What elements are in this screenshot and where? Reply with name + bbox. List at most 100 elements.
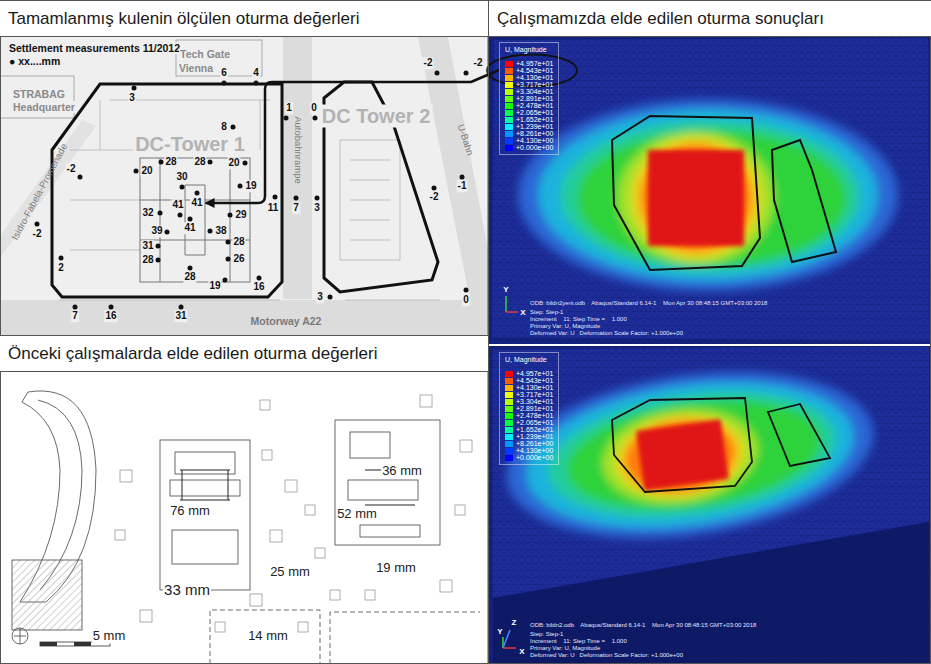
legend-swatch [505, 89, 513, 95]
callout-number: 0 [310, 102, 318, 114]
callout-number: 29 [234, 209, 247, 221]
legend-row: +4.543e+01 [505, 377, 553, 384]
callout-number: 20 [227, 157, 240, 169]
legend-value: +3.717e+01 [516, 391, 553, 398]
dimension-label: 33 mm [163, 581, 211, 598]
callout-number: 28 [232, 236, 245, 248]
callout-number: 16 [252, 281, 265, 293]
callout-number: 28 [164, 156, 177, 168]
building-label: Headquarter [12, 101, 76, 113]
dimension-label: 36 mm [381, 464, 423, 479]
legend-value: +4.130e+01 [516, 74, 553, 81]
legend-swatch [505, 378, 513, 384]
dimension-label: 25 mm [269, 565, 311, 580]
legend-value: +2.478e+01 [516, 102, 553, 109]
axis-label: X [520, 308, 525, 317]
panel-heading: Tamamlanmış kulenin ölçülen oturma değer… [0, 0, 488, 37]
legend-swatch [505, 427, 513, 433]
road-label: Autobahnrampe [293, 116, 304, 184]
legend-swatch [505, 124, 513, 130]
callout-number: 3 [128, 92, 136, 104]
legend-row: +4.130e+00 [505, 447, 553, 454]
callout-number: 7 [292, 202, 300, 214]
legend-swatch [505, 399, 513, 405]
callout-number: 31 [174, 310, 187, 322]
callout-number: 8 [220, 121, 228, 133]
panel-heading: Çalışmamızda elde edilen oturma sonuçlar… [489, 0, 931, 37]
solver-info: Primary Var: U, Magnitude [530, 323, 600, 330]
legend-swatch [505, 61, 513, 67]
callout-number: 19 [244, 180, 257, 192]
callout-number: 28 [183, 271, 196, 283]
callout-number: 38 [214, 225, 227, 237]
legend-value: +3.717e+01 [516, 81, 553, 88]
map-note: ● xx....mm [8, 55, 61, 67]
legend-value: +8.261e+00 [516, 440, 553, 447]
legend-title: U, Magnitude [505, 356, 553, 364]
callout-number: 19 [208, 280, 221, 292]
contour-legend: U, Magnitude+4.957e+01+4.543e+01+4.130e+… [499, 42, 559, 155]
legend-value: +2.065e+01 [516, 419, 553, 426]
axis-label: Z [512, 618, 517, 627]
legend-row: +8.261e+00 [505, 440, 553, 447]
callout-number: 0 [462, 294, 470, 306]
callout-number: 41 [190, 197, 203, 209]
dimension-label: 52 mm [336, 507, 378, 522]
callout-number: -1 [457, 180, 468, 192]
legend-value: +2.891e+01 [516, 405, 553, 412]
callout-number: 31 [141, 240, 154, 252]
legend-swatch [505, 138, 513, 144]
legend-swatch [505, 420, 513, 426]
map-note: Settlement measurements 11/2012 [8, 42, 181, 54]
tower-label: DC Tower 2 [320, 105, 433, 128]
callout-number: 7 [71, 310, 79, 322]
solver-info: Primary Var: U, Magnitude [530, 645, 600, 652]
legend-title: U, Magnitude [505, 46, 553, 54]
solver-info: ODB: bildn2.odb Abaqus/Standard 6.14-1 M… [530, 622, 756, 629]
callout-number: -2 [423, 57, 434, 69]
contour-legend: U, Magnitude+4.957e+01+4.543e+01+4.130e+… [499, 352, 559, 465]
callout-number: 20 [140, 165, 153, 177]
callout-number: -2 [429, 191, 440, 203]
legend-value: +4.130e+01 [516, 384, 553, 391]
legend-swatch [505, 96, 513, 102]
callout-number: 4 [252, 67, 260, 79]
callout-number: 30 [175, 171, 188, 183]
solver-info: Increment 11: Step Time = 1.000 [530, 638, 627, 645]
legend-swatch [505, 117, 513, 123]
panel-heading: Önceki çalışmalarda elde edilen oturma d… [0, 335, 488, 372]
callout-number: 1 [285, 102, 293, 114]
legend-value: +1.652e+01 [516, 426, 553, 433]
legend-value: +4.957e+01 [516, 60, 553, 67]
solver-info: Increment 11: Step Time = 1.000 [530, 316, 627, 323]
solver-info: ODB: bildn2yeni.odb Abaqus/Standard 6.14… [530, 300, 767, 307]
legend-row: +3.717e+01 [505, 81, 553, 88]
legend-swatch [505, 455, 513, 461]
callout-number: 6 [220, 67, 228, 79]
legend-row: +4.543e+01 [505, 67, 553, 74]
legend-swatch [505, 448, 513, 454]
legend-value: +4.543e+01 [516, 67, 553, 74]
legend-value: +4.130e+00 [516, 137, 553, 144]
legend-row: +2.478e+01 [505, 412, 553, 419]
legend-swatch [505, 82, 513, 88]
legend-row: +0.000e+00 [505, 144, 553, 151]
dimension-label: 19 mm [375, 561, 417, 576]
legend-swatch [505, 110, 513, 116]
legend-value: +2.891e+01 [516, 95, 553, 102]
legend-swatch [505, 392, 513, 398]
legend-row: +1.652e+01 [505, 116, 553, 123]
legend-row: +2.065e+01 [505, 419, 553, 426]
building-label: Vienna [178, 62, 214, 74]
legend-row: +1.239e+01 [505, 433, 553, 440]
callout-number: -2 [66, 163, 77, 175]
solver-info: Step: Step-1 [530, 309, 563, 316]
legend-row: +4.130e+01 [505, 74, 553, 81]
axis-label: Y [503, 285, 508, 294]
legend-value: +1.239e+01 [516, 433, 553, 440]
legend-value: +3.304e+01 [516, 398, 553, 405]
legend-value: +0.000e+00 [516, 454, 553, 461]
legend-value: +1.239e+01 [516, 123, 553, 130]
